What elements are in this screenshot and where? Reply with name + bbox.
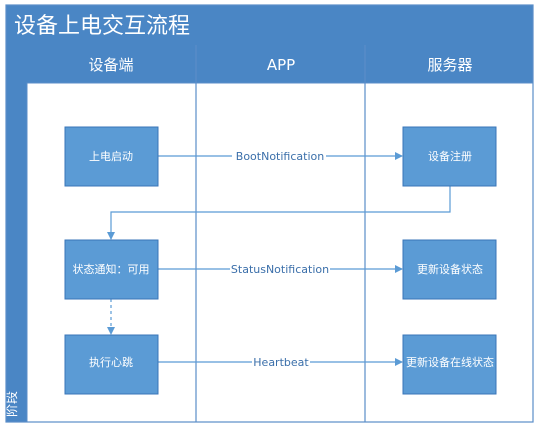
lane-header-app: APP <box>267 56 295 74</box>
lane-header-server: 服务器 <box>427 56 472 74</box>
server-box-update-status-label: 更新设备状态 <box>417 262 483 276</box>
server-box-update-online <box>402 334 497 395</box>
device-box-heartbeat <box>64 334 159 395</box>
server-box-update-online-label: 更新设备在线状态 <box>406 355 494 369</box>
lane-header-row <box>27 45 533 83</box>
arrow-register-to-status <box>107 186 451 240</box>
phase-strip <box>6 45 27 422</box>
msg-label-bg-2 <box>230 261 330 277</box>
diagram-border <box>5 4 534 423</box>
msg-label-status-notification: StatusNotification <box>231 263 329 276</box>
device-box-power-on <box>64 126 159 187</box>
msg-label-bg-1 <box>232 148 326 164</box>
msg-label-heartbeat: Heartbeat <box>253 356 309 369</box>
device-box-status-available-label: 状态通知：可用 <box>73 262 150 276</box>
msg-label-boot-notification: BootNotification <box>236 150 324 163</box>
title-bar <box>6 5 533 45</box>
server-box-register-label: 设备注册 <box>428 149 472 163</box>
lane-header-device: 设备端 <box>88 56 133 74</box>
server-box-register <box>402 126 497 187</box>
msg-label-bg-3 <box>252 354 310 370</box>
device-box-heartbeat-label: 执行心跳 <box>89 355 133 369</box>
device-box-status-available <box>64 239 159 300</box>
server-box-update-status <box>402 239 497 300</box>
phase-label: 阶段 <box>5 391 20 417</box>
device-box-power-on-label: 上电启动 <box>89 150 133 163</box>
diagram-title: 设备上电交互流程 <box>14 14 190 39</box>
